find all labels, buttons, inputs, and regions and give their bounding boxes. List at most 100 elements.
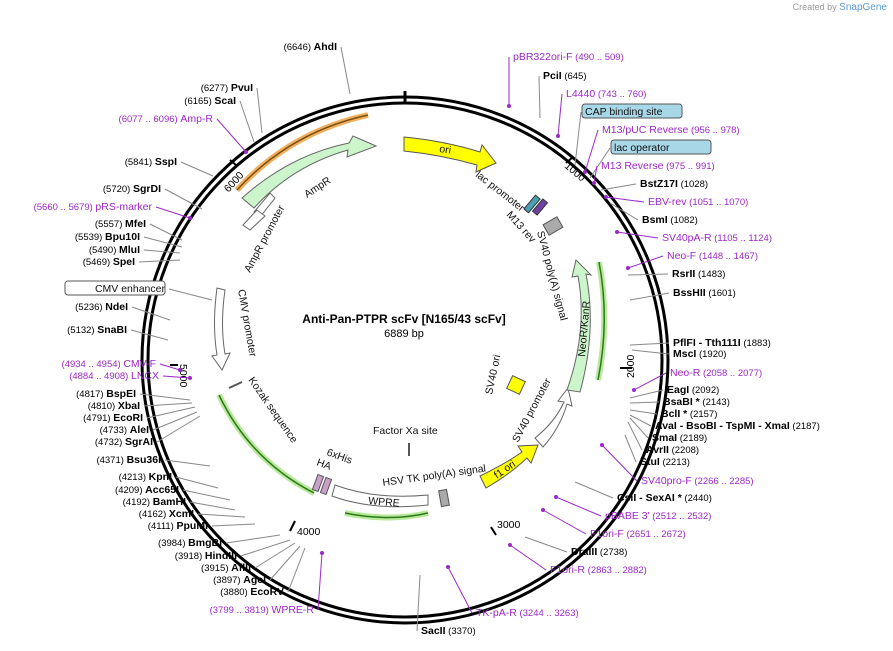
- ampr-arrow[interactable]: [241, 135, 378, 209]
- sv40-promoter-arrow[interactable]: [534, 386, 573, 448]
- aflii-label[interactable]: (3915) AflII: [201, 562, 251, 574]
- kpni-label[interactable]: (4213) KpnI: [119, 471, 173, 483]
- smai-label[interactable]: SmaI (2189): [652, 432, 707, 444]
- bspei-label[interactable]: (4817) BspEI: [76, 388, 136, 400]
- sspi-label[interactable]: (5841) SspI: [125, 156, 177, 168]
- lac-operator-box[interactable]: [610, 139, 712, 155]
- hsv-tk-polya[interactable]: [438, 488, 450, 508]
- msci-label[interactable]: MscI (1920): [673, 348, 726, 360]
- pvui-label[interactable]: (6277) PvuI: [201, 82, 253, 94]
- aflii-connector: [254, 542, 296, 569]
- scai-label[interactable]: (6165) ScaI: [184, 95, 236, 107]
- m13-reverse-label[interactable]: M13 Reverse (975 .. 991): [601, 160, 715, 172]
- sv40pro-f-label[interactable]: SV40pro-F (2266 .. 2285): [641, 475, 754, 487]
- rsrii-label[interactable]: RsrII (1483): [672, 268, 725, 280]
- m13-puc-reverse-primer-mark: [583, 170, 587, 174]
- bmgbi-label[interactable]: (3984) BmgBI: [158, 537, 222, 549]
- m13-puc-reverse-label[interactable]: M13/pUC Reverse (956 .. 978): [602, 124, 740, 136]
- bsabi-connector: [629, 401, 660, 404]
- kpni-position: (4213): [119, 472, 149, 483]
- tick-5000: 5000: [177, 364, 189, 388]
- his-tag[interactable]: [311, 473, 325, 493]
- wpre-box[interactable]: [331, 484, 429, 508]
- cmv-enhancer-name: CMV enhancer: [95, 283, 166, 295]
- cap-binding-site-box[interactable]: [581, 103, 683, 119]
- bsshii-label[interactable]: BssHII (1601): [673, 287, 736, 299]
- ebv-rev-label[interactable]: EBV-rev (1051 .. 1070): [648, 196, 748, 208]
- ndei-label[interactable]: (5236) NdeI: [75, 301, 128, 313]
- avrii-label[interactable]: AvrII (2208): [646, 444, 699, 456]
- neo-f-position: (1448 .. 1467): [696, 251, 758, 262]
- cmv-enhancer-label[interactable]: CMV enhancer: [95, 283, 166, 295]
- neor-arrow[interactable]: [566, 259, 593, 393]
- draiii-label[interactable]: DraIII (2738): [571, 546, 627, 558]
- sgrai-label[interactable]: (4732) SgrAI: [95, 436, 153, 448]
- msci-connector: [631, 349, 670, 355]
- wpre-r-label[interactable]: (3799 .. 3819) WPRE-R: [210, 604, 315, 616]
- sv40pro-f-name: SV40pro-F: [641, 475, 692, 487]
- pflfi-tth111i-label[interactable]: PflFI - Tth111I (1883): [673, 337, 771, 349]
- cap-binding-site-label[interactable]: CAP binding site: [585, 106, 663, 118]
- cmv-f-label[interactable]: (4934 .. 4954) CMV-F: [62, 358, 156, 370]
- mfei-label[interactable]: (5557) MfeI: [95, 218, 146, 230]
- mlui-label[interactable]: (5490) MluI: [89, 244, 140, 256]
- lac-operator-label[interactable]: lac operator: [614, 142, 670, 154]
- bsu36i-label[interactable]: (4371) Bsu36I: [96, 454, 161, 466]
- wpre-arc[interactable]: [344, 512, 429, 519]
- ha-tag[interactable]: [319, 476, 333, 496]
- bsabi-label[interactable]: BsaBI * (2143): [663, 396, 730, 408]
- cmv-promoter-arrow[interactable]: [211, 287, 231, 371]
- f1ori-r-label[interactable]: F1ori-R (2863 .. 2882): [550, 564, 647, 576]
- agei-label[interactable]: (3897) AgeI: [213, 574, 266, 586]
- neo-f-label[interactable]: Neo-F (1448 .. 1467): [667, 250, 758, 262]
- f1ori-f-label[interactable]: F1ori-F (2651 .. 2672): [590, 528, 686, 540]
- neor-arc[interactable]: [597, 261, 605, 381]
- m13-reverse-connector: [593, 165, 598, 184]
- bstz17i-label[interactable]: BstZ17I (1028): [640, 178, 708, 190]
- sgrdi-label[interactable]: (5720) SgrDI: [103, 183, 161, 195]
- pbabe-3-label[interactable]: pBABE 3' (2512 .. 2532): [605, 510, 711, 522]
- xcmi-label[interactable]: (4162) XcmI: [139, 508, 194, 520]
- xbai-label[interactable]: (4810) XbaI: [88, 400, 140, 412]
- bpu10i-label[interactable]: (5539) Bpu10I: [75, 231, 140, 243]
- cmv-enhancer-box[interactable]: [64, 280, 166, 296]
- lncx-label[interactable]: (4884 .. 4908) LNCX: [69, 370, 159, 382]
- neo-r-label[interactable]: Neo-R (2058 .. 2077): [670, 367, 762, 379]
- csii-sexai-label[interactable]: CsiI - SexAI * (2440): [617, 492, 712, 504]
- pcii-label[interactable]: PciI (645): [543, 70, 587, 82]
- bcli-label[interactable]: BclI * (2157): [661, 408, 717, 420]
- ppumi-label[interactable]: (4111) PpuMI: [148, 520, 208, 532]
- scfv-arc[interactable]: [218, 394, 315, 494]
- sv40-polya-box[interactable]: [542, 216, 564, 236]
- sacii-label[interactable]: SacII (3370): [421, 625, 476, 637]
- stui-label[interactable]: StuI (2213): [640, 456, 690, 468]
- m13-puc-reverse-connector: [584, 129, 599, 173]
- alei-label[interactable]: (4733) AleI: [100, 424, 149, 436]
- ecori-label[interactable]: (4791) EcoRI: [83, 412, 143, 424]
- l4440-label[interactable]: L4440 (743 .. 760): [566, 88, 646, 100]
- xcmi-name: XcmI: [169, 508, 194, 520]
- lac-operator-name: lac operator: [614, 142, 670, 154]
- tick-2000: 2000: [625, 354, 637, 378]
- avai-bsobi-tspmi-xmai-label[interactable]: AvaI - BsoBI - TspMI - XmaI (2187): [655, 420, 820, 432]
- f1-ori-arrow[interactable]: [479, 444, 539, 489]
- eagi-label[interactable]: EagI (2092): [667, 384, 719, 396]
- ecorv-label[interactable]: (3880) EcoRV: [220, 586, 284, 598]
- m13-puc-reverse-name: M13/pUC Reverse: [602, 124, 689, 136]
- acc65i-label[interactable]: (4209) Acc65I: [115, 484, 179, 496]
- bsmi-label[interactable]: BsmI (1082): [642, 214, 698, 226]
- tk-pa-r-label[interactable]: TK-pA-R (3244 .. 3263): [476, 607, 579, 619]
- bpu10i-connector: [143, 236, 183, 248]
- sv40-ori-box[interactable]: [506, 375, 526, 395]
- ha-label: HA: [315, 457, 333, 473]
- ori-arrow[interactable]: [403, 136, 497, 173]
- spei-label[interactable]: (5469) SpeI: [83, 256, 135, 268]
- snabi-label[interactable]: (5132) SnaBI: [67, 324, 127, 336]
- bamhi-label[interactable]: (4192) BamHI: [123, 496, 186, 508]
- pbr322ori-f-label[interactable]: pBR322ori-F (490 .. 509): [513, 51, 624, 63]
- amp-r-label[interactable]: (6077 .. 6096) Amp-R: [119, 113, 214, 125]
- sv40pa-r-label[interactable]: SV40pA-R (1105 .. 1124): [662, 232, 772, 244]
- hindiii-label[interactable]: (3918) HindIII: [175, 550, 237, 562]
- ahdi-label[interactable]: (6646) AhdI: [284, 41, 338, 53]
- prs-marker-label[interactable]: (5660 .. 5679) pRS-marker: [34, 201, 153, 213]
